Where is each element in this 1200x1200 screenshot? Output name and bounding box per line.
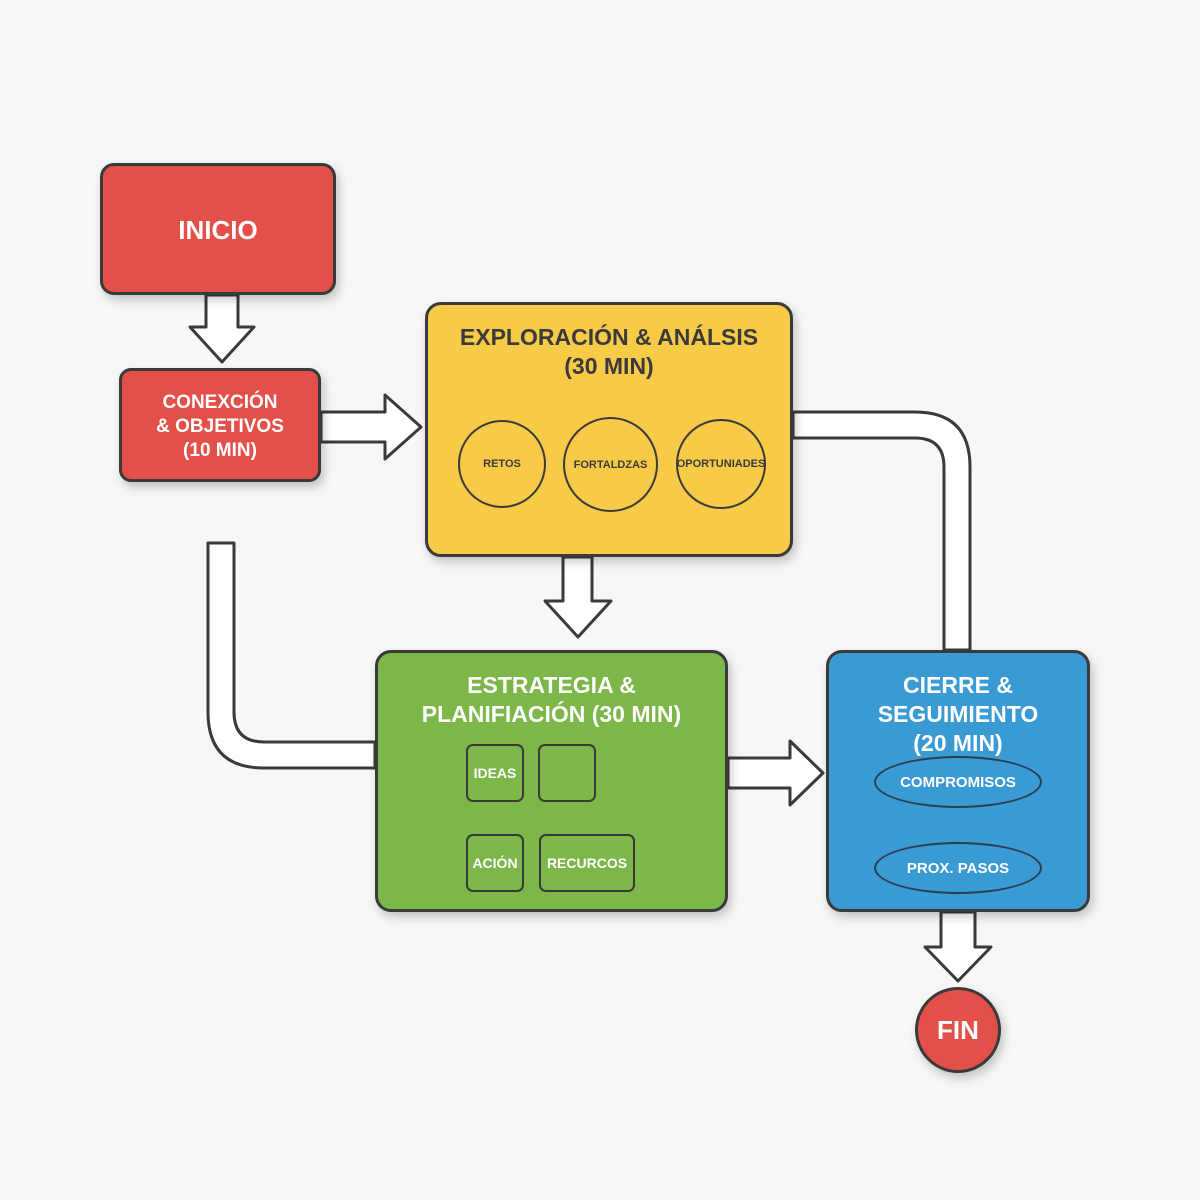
node-estrategia-planificacion: ESTRATEGIA & PLANIFIACIÓN (30 MIN) — [375, 650, 728, 912]
arrow-exploracion-to-cierre-elbow — [791, 410, 972, 652]
node-fin: FIN — [915, 987, 1001, 1073]
exploracion-label: EXPLORACIÓN & ANÁLSIS (30 MIN) — [459, 324, 759, 379]
arrow-conexion-to-exploracion — [319, 393, 423, 461]
prox-pasos-label: PROX. PASOS — [906, 859, 1010, 877]
estrategia-label: ESTRATEGIA & PLANIFIACIÓN (30 MIN) — [421, 672, 682, 727]
ellipse-compromisos: COMPROMISOS — [874, 756, 1042, 808]
circle-fortalezas: FORTALDZAS — [563, 417, 658, 512]
node-cierre-seguimiento: CIERRE & SEGUIMIENTO (20 MIN) — [826, 650, 1090, 912]
accion-label: ACIÓN — [472, 855, 518, 871]
retos-label: RETOS — [483, 458, 521, 470]
node-conexion-objetivos: CONEXCIÓN & OBJETIVOS (10 MIN) — [119, 368, 321, 482]
arrow-estrategia-to-cierre — [726, 739, 825, 807]
fortalezas-label: FORTALDZAS — [573, 458, 648, 471]
box-empty — [538, 744, 596, 802]
box-recursos: RECURCOS — [539, 834, 635, 892]
cierre-label: CIERRE & SEGUIMIENTO (20 MIN) — [877, 672, 1039, 756]
box-accion: ACIÓN — [466, 834, 524, 892]
oportunidades-label: OPORTUNIADES — [676, 458, 766, 470]
conexion-label: CONEXCIÓN & OBJETIVOS (10 MIN) — [156, 392, 284, 461]
circle-retos: RETOS — [458, 420, 546, 508]
recursos-label: RECURCOS — [546, 855, 628, 871]
compromisos-label: COMPROMISOS — [900, 773, 1016, 791]
box-ideas: IDEAS — [466, 744, 524, 802]
inicio-label: INICIO — [178, 215, 258, 245]
arrow-conexion-to-estrategia-elbow — [206, 541, 377, 770]
arrow-inicio-to-conexion — [188, 293, 256, 364]
fin-label: FIN — [937, 1014, 979, 1045]
arrow-cierre-to-fin — [923, 910, 993, 983]
arrow-exploracion-to-estrategia — [543, 555, 613, 639]
ideas-label: IDEAS — [473, 765, 517, 781]
circle-oportunidades: OPORTUNIADES — [676, 419, 766, 509]
ellipse-prox-pasos: PROX. PASOS — [874, 842, 1042, 894]
node-inicio: INICIO — [100, 163, 336, 295]
